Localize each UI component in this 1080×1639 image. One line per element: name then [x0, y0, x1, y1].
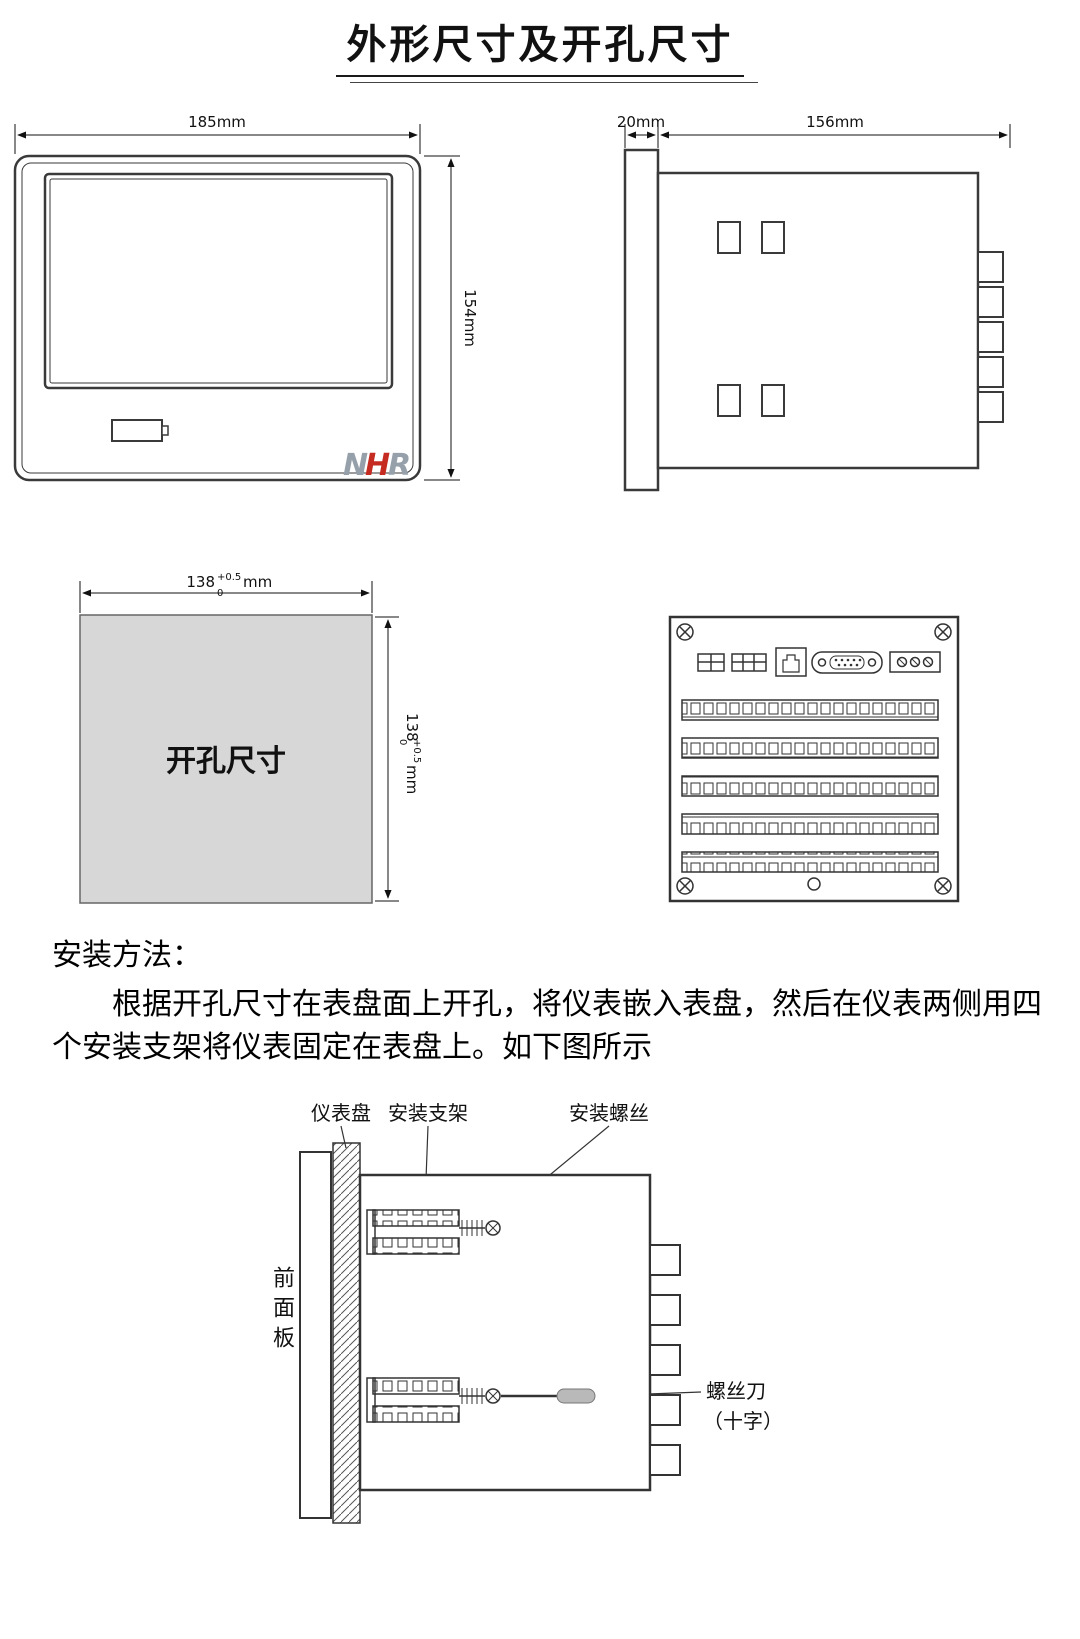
- small-terminal-2-icon: [731, 653, 767, 672]
- installation-heading: 安装方法：: [52, 939, 202, 972]
- serial-port-icon: [811, 651, 883, 674]
- device-body-shape: [358, 1173, 652, 1492]
- front-device-outline: [13, 154, 422, 482]
- rear-connector-row: [697, 647, 941, 677]
- logo-letter-r: R: [388, 448, 411, 483]
- side-view-drawing: 20mm 156mm: [617, 113, 1011, 492]
- label-front-panel: 前面板: [270, 1266, 295, 1356]
- installation-paragraph: 根据开孔尺寸在表盘面上开孔，将仪表嵌入表盘，然后在仪表两侧用四个安装支架将仪表固…: [52, 988, 1042, 1064]
- install-terminal-notches: [649, 1244, 681, 1476]
- small-terminal-icon: [697, 653, 725, 672]
- cutout-drawing: 138 +0.5 0 mm 开孔尺寸 138 +0.5 0 mm: [79, 572, 422, 904]
- installation-text-block: 安装方法： 根据开孔尺寸在表盘面上开孔，将仪表嵌入表盘，然后在仪表两侧用四个安装…: [52, 930, 1044, 1069]
- label-screwdriver: 螺丝刀: [706, 1380, 766, 1403]
- cutout-square: [79, 614, 373, 904]
- cutout-height-dim-label: 138 +0.5 0 mm: [397, 713, 422, 794]
- power-terminal-icon: [889, 651, 941, 673]
- dim-height-154: [424, 155, 460, 481]
- cutout-height-tol-sub: 0: [397, 739, 408, 745]
- side-bezel: [623, 148, 660, 492]
- label-mounting-bracket: 安装支架: [388, 1102, 468, 1125]
- cutout-height-unit: mm: [403, 765, 421, 794]
- rear-corner-screws: [676, 623, 952, 895]
- cutout-width-unit: mm: [243, 573, 272, 591]
- side-body: [656, 171, 980, 470]
- cutout-height-tol-sup: +0.5: [411, 739, 422, 763]
- title-underline: [336, 75, 744, 77]
- page-title: 外形尺寸及开孔尺寸: [346, 23, 734, 67]
- mounting-bracket-top: [366, 1209, 501, 1255]
- cutout-width-value: 138: [186, 573, 215, 591]
- dim-cutout-height: [375, 616, 399, 902]
- side-length-dim-label: 156mm: [806, 113, 864, 131]
- side-depth-dim-label: 20mm: [617, 113, 665, 131]
- cutout-width-tol-sub: 0: [217, 588, 223, 599]
- ethernet-port-icon: [775, 647, 807, 677]
- front-slot: [111, 419, 163, 442]
- side-terminal-notches: [977, 251, 1004, 423]
- label-mounting-screws: 安装螺丝: [569, 1102, 649, 1125]
- rear-view-drawing: [668, 615, 960, 903]
- front-width-dim-label: 185mm: [188, 113, 246, 131]
- side-device-outline: [623, 148, 1004, 492]
- front-view-drawing: 185mm N H R 154mm: [13, 113, 478, 483]
- cutout-width-tol-sup: +0.5: [217, 572, 241, 583]
- dim-width-185: [14, 124, 421, 154]
- title-underline-2: [350, 82, 758, 83]
- dim-depth-20: [624, 124, 659, 148]
- dim-length-156: [660, 124, 1011, 148]
- rear-bottom-hole: [807, 877, 821, 891]
- logo-letter-n: N: [343, 448, 368, 483]
- instrument-panel-wall: [332, 1142, 361, 1524]
- rear-terminal-strips: [681, 699, 939, 873]
- cutout-width-dim-label: 138 +0.5 0 mm: [186, 572, 272, 599]
- page-title-block: 外形尺寸及开孔尺寸: [0, 12, 1080, 83]
- mounting-bracket-bottom: [366, 1377, 501, 1423]
- dim-cutout-width: [79, 581, 373, 613]
- front-panel-shape: [299, 1151, 332, 1519]
- screwdriver-shape: [501, 1388, 596, 1404]
- front-height-dim-label: 154mm: [461, 289, 478, 347]
- label-instrument-panel: 仪表盘: [311, 1102, 371, 1125]
- label-screwdriver-type: （十字）: [703, 1410, 783, 1433]
- brand-logo: N H R: [343, 448, 411, 483]
- installation-drawing: 仪表盘 安装支架 安装螺丝: [299, 1102, 783, 1524]
- logo-letter-h: H: [365, 448, 390, 483]
- cutout-height-value: 138: [403, 713, 421, 742]
- cutout-label: 开孔尺寸: [166, 745, 286, 778]
